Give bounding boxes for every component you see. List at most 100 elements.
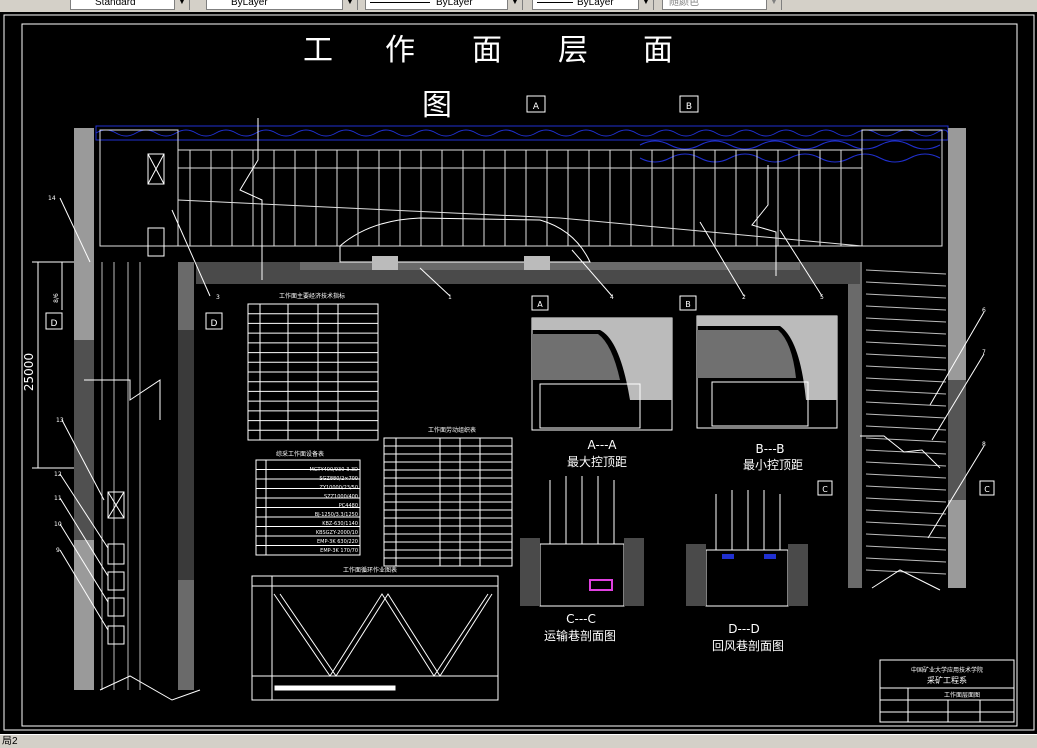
section-marker-b xyxy=(679,95,699,113)
dimension-small-text: 8/6 xyxy=(53,293,60,303)
section-aa-caption: 最大控顶距 xyxy=(567,455,627,469)
svg-text:EMP-3K 630/220: EMP-3K 630/220 xyxy=(317,539,358,545)
lineweight-value: ByLayer xyxy=(577,0,614,8)
linetype-value: ByLayer xyxy=(436,0,473,8)
section-b-label: B xyxy=(686,102,692,112)
table2-rows: MGTY400/930-3.3D SGZ880/2×700 ZY10000/23… xyxy=(310,467,359,554)
dimension-25000 xyxy=(32,261,74,469)
title-line2: 图 xyxy=(422,88,452,123)
cad-drawing: 工 作 面 层 面 图 A B xyxy=(3,14,1035,731)
svg-text:3: 3 xyxy=(216,294,220,301)
chevron-down-icon[interactable]: ▼ xyxy=(174,0,189,10)
svg-text:5: 5 xyxy=(820,294,824,301)
table3-grid xyxy=(384,438,512,566)
section-cc-conveyor xyxy=(589,579,613,591)
lineweight-preview xyxy=(537,2,573,3)
section-dd-duct-left xyxy=(722,554,734,559)
table3-title: 工作面劳动组织表 xyxy=(428,426,476,434)
break-line-right xyxy=(751,165,777,276)
section-aa-rock xyxy=(532,318,672,400)
titleblock-drawing: 工作面层面图 xyxy=(944,691,980,699)
svg-text:KBZ-630/1140: KBZ-630/1140 xyxy=(322,521,358,527)
section-dd-duct-right xyxy=(764,554,776,559)
section-cc-bolts xyxy=(549,476,615,544)
section-cc-rib-left xyxy=(520,538,540,606)
title-char-3: 面 xyxy=(472,33,502,68)
plot-style-value: 随颜色 xyxy=(669,0,699,8)
break-line-left xyxy=(239,118,263,280)
titleblock-dept: 采矿工程系 xyxy=(927,675,967,685)
lineweight-dropdown[interactable]: ByLayer ▼ xyxy=(532,0,654,10)
svg-text:8: 8 xyxy=(982,441,986,448)
svg-text:13: 13 xyxy=(56,417,64,424)
section-marker-d-right xyxy=(205,312,223,330)
left-bottom-break xyxy=(99,675,201,701)
table4-title: 工作面循环作业图表 xyxy=(343,566,397,574)
svg-text:BJ-1250/3.3/1250: BJ-1250/3.3/1250 xyxy=(315,512,358,518)
section-dd-caption: 回风巷剖面图 xyxy=(712,639,784,653)
section-cc-caption: 运输巷剖面图 xyxy=(544,628,616,643)
section-dd-label: D---D xyxy=(728,622,759,636)
chevron-down-icon[interactable]: ▼ xyxy=(342,0,357,10)
layout-tab[interactable]: 局2 xyxy=(2,736,18,747)
chevron-down-icon[interactable]: ▼ xyxy=(507,0,522,10)
chevron-down-icon[interactable]: ▼ xyxy=(638,0,653,10)
text-style-dropdown[interactable]: Standard ▼ xyxy=(70,0,190,10)
layer-dropdown[interactable]: ByLayer ▼ xyxy=(206,0,358,10)
right-break-line xyxy=(860,435,941,469)
support-ribs xyxy=(189,150,842,246)
shearer-block-left xyxy=(372,256,398,270)
section-dd-rib-right xyxy=(788,544,808,606)
left-pillar-1-dark xyxy=(74,340,94,540)
callout-leaders xyxy=(59,197,985,631)
linetype-dropdown[interactable]: ByLayer ▼ xyxy=(365,0,523,10)
section-marker-c-left xyxy=(817,480,833,496)
svg-text:12: 12 xyxy=(54,471,62,478)
svg-text:1: 1 xyxy=(448,294,452,301)
svg-text:9: 9 xyxy=(56,547,60,554)
svg-text:PC4480: PC4480 xyxy=(339,503,358,509)
section-a2-label: A xyxy=(537,300,543,309)
chevron-down-icon[interactable]: ▼ xyxy=(766,0,781,10)
section-c-left: C xyxy=(822,485,828,494)
plot-style-dropdown[interactable]: 随颜色 ▼ xyxy=(662,0,782,10)
statusbar: 局2 xyxy=(0,734,1037,747)
drawing-canvas[interactable]: 工 作 面 层 面 图 A B xyxy=(0,12,1037,734)
svg-text:14: 14 xyxy=(48,195,56,202)
left-machine-bottom xyxy=(147,227,165,257)
section-d-left: D xyxy=(51,319,58,329)
cycle-chart xyxy=(252,576,498,700)
left-machine-top xyxy=(147,153,165,185)
table1-grid xyxy=(248,304,378,440)
titleblock-school: 中国矿业大学应用技术学院 xyxy=(911,666,983,674)
linetype-preview xyxy=(370,2,430,3)
section-dd-rib-left xyxy=(686,544,706,606)
title-char-2: 作 xyxy=(385,33,415,68)
table4-frame xyxy=(251,575,499,701)
table1-title: 工作面主要经济技术指标 xyxy=(279,292,345,300)
svg-text:6: 6 xyxy=(982,307,986,314)
svg-text:11: 11 xyxy=(54,495,62,502)
table2-title: 综采工作面设备表 xyxy=(276,450,324,458)
svg-text:SZZ1000/400: SZZ1000/400 xyxy=(324,494,358,500)
section-bb-caption: 最小控顶距 xyxy=(743,458,803,472)
callout-labels: 1 2 3 4 5 6 7 8 9 10 11 12 13 14 xyxy=(48,195,986,554)
section-a-label: A xyxy=(533,102,540,112)
roof-hatch xyxy=(95,125,949,163)
section-b2-label: B xyxy=(685,300,691,309)
dimension-text: 25000 xyxy=(22,353,36,391)
stack-cross xyxy=(107,491,125,519)
right-pillar-2 xyxy=(848,262,862,588)
left-equipment-stack xyxy=(107,491,125,645)
section-bb-roof xyxy=(697,330,796,378)
title-char-5: 面 xyxy=(643,33,673,68)
text-style-value: Standard xyxy=(95,0,136,8)
svg-text:7: 7 xyxy=(982,349,986,356)
outer-frame xyxy=(3,14,1035,731)
section-cc-frame xyxy=(539,543,625,607)
section-marker-a xyxy=(526,95,546,113)
left-conveyor-lines xyxy=(101,262,141,690)
section-a-marker xyxy=(531,295,549,311)
left-machine-cross xyxy=(147,153,165,185)
section-aa-support xyxy=(539,383,641,429)
